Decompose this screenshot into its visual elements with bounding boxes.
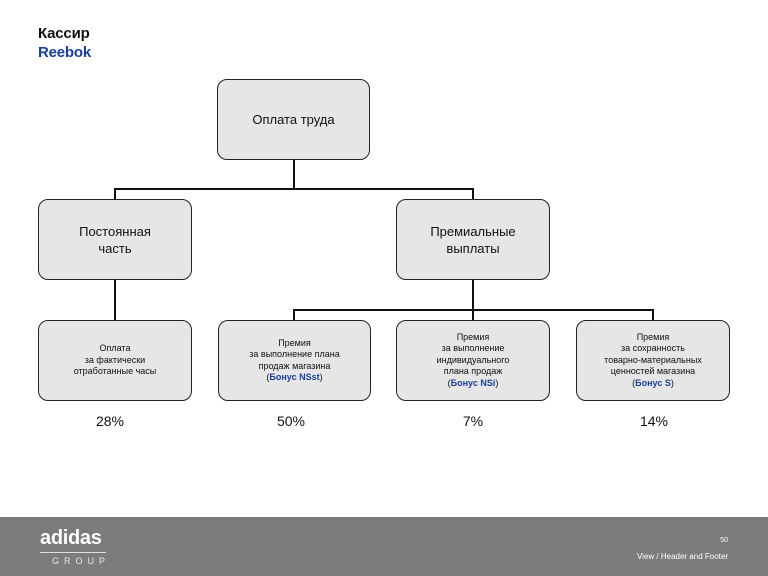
connector-root-down bbox=[293, 159, 295, 189]
connector-to-item-2 bbox=[293, 309, 295, 321]
item-node-inventory-safety: Премия за сохранность товарно-материальн… bbox=[576, 320, 730, 401]
connector-to-group-left bbox=[114, 188, 116, 200]
adidas-logo-icon: adidas bbox=[40, 527, 102, 549]
connector-group-right-down bbox=[472, 279, 474, 310]
logo-subtitle: GROUP bbox=[52, 556, 111, 566]
item-node-hours: Оплата за фактически отработанные часы bbox=[38, 320, 192, 401]
root-node: Оплата труда bbox=[217, 79, 370, 160]
root-node-label: Оплата труда bbox=[252, 112, 335, 127]
percent-hours: 28% bbox=[95, 413, 125, 429]
group-node-fixed: Постоянная часть bbox=[38, 199, 192, 280]
item-node-label: Премия за выполнение плана продаж магази… bbox=[249, 337, 340, 371]
percent-inventory-safety: 14% bbox=[639, 413, 669, 429]
footer-text: View / Header and Footer bbox=[636, 552, 728, 561]
slide-title: Кассир Reebok bbox=[38, 24, 91, 62]
group-node-label: Премиальные выплаты bbox=[430, 223, 516, 256]
item-node-individual-plan: Премия за выполнение индивидуального пла… bbox=[396, 320, 550, 401]
item-node-label: Оплата за фактически отработанные часы bbox=[73, 343, 157, 377]
bonus-code: Бонус S bbox=[635, 377, 671, 388]
connector-group-left-down bbox=[114, 279, 116, 321]
percent-individual-plan: 7% bbox=[462, 413, 484, 429]
item-node-label: Премия за выполнение индивидуального пла… bbox=[436, 331, 510, 377]
bonus-code: Бонус NSst bbox=[269, 372, 320, 382]
connector-to-group-right bbox=[472, 188, 474, 200]
group-node-label: Постоянная часть bbox=[79, 223, 151, 256]
percent-store-plan: 50% bbox=[276, 413, 306, 429]
logo-divider bbox=[40, 552, 106, 553]
title-role: Кассир bbox=[38, 25, 90, 42]
connector-to-item-4 bbox=[652, 309, 654, 321]
connector-to-item-3 bbox=[472, 309, 474, 321]
title-brand: Reebok bbox=[38, 44, 91, 61]
item-node-store-plan: Премия за выполнение плана продаж магази… bbox=[218, 320, 371, 401]
group-node-bonus: Премиальные выплаты bbox=[396, 199, 550, 280]
bonus-code: Бонус NSi bbox=[450, 377, 496, 388]
footer-bar bbox=[0, 517, 768, 576]
page-number: 50 bbox=[720, 537, 728, 544]
item-node-label: Премия за сохранность товарно-материальн… bbox=[604, 331, 702, 377]
connector-top-bar bbox=[114, 188, 474, 190]
